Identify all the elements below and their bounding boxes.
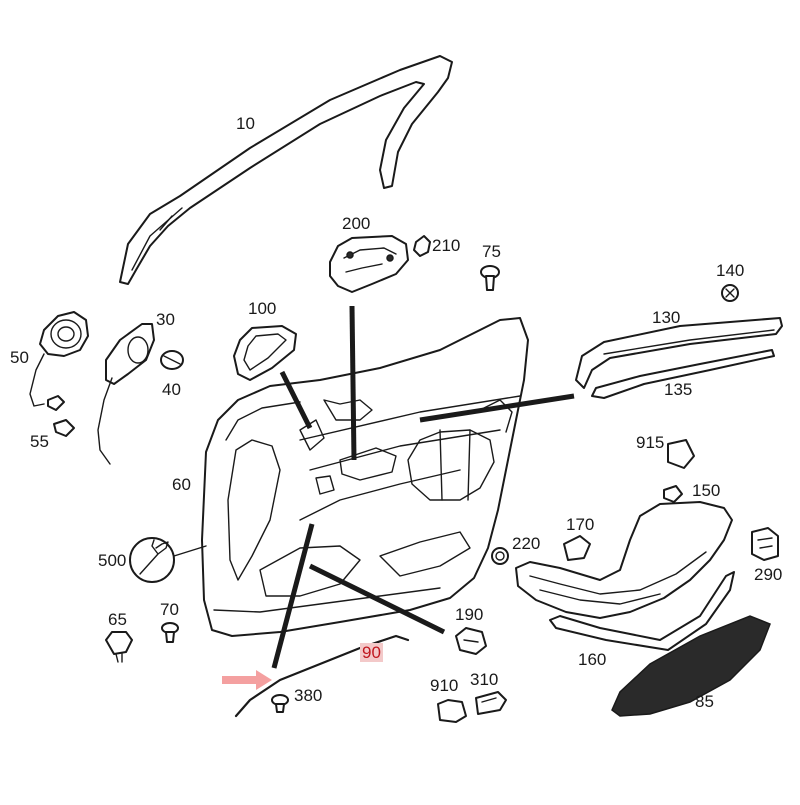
part-500-tool-symbol xyxy=(129,537,207,583)
label-200: 200 xyxy=(342,214,371,233)
part-210-clip xyxy=(413,235,431,257)
label-135: 135 xyxy=(664,380,693,399)
label-290: 290 xyxy=(754,565,783,584)
label-140: 140 xyxy=(716,261,745,280)
part-10-window-frame xyxy=(119,55,453,285)
label-55: 55 xyxy=(30,432,49,451)
part-60-door-panel xyxy=(201,317,529,637)
part-200-inner-handle xyxy=(329,235,409,293)
label-100: 100 xyxy=(248,299,277,318)
label-60: 60 xyxy=(172,475,191,494)
label-380: 380 xyxy=(294,686,323,705)
label-30: 30 xyxy=(156,310,175,329)
label-90: 90 xyxy=(360,643,383,662)
part-380-screw xyxy=(271,694,289,713)
part-150-clip xyxy=(663,485,683,503)
part-70-screw xyxy=(161,622,179,643)
label-70: 70 xyxy=(160,600,179,619)
label-210: 210 xyxy=(432,236,461,255)
part-220-grommet xyxy=(491,547,509,565)
part-130-sill-trim xyxy=(575,317,783,389)
highlight-arrow xyxy=(222,670,272,690)
label-910: 910 xyxy=(430,676,459,695)
part-90-seal-strip xyxy=(234,634,410,718)
label-190: 190 xyxy=(455,605,484,624)
part-30-tweeter-housing xyxy=(97,323,155,465)
part-140-clip xyxy=(721,284,739,302)
label-85: 85 xyxy=(695,692,714,711)
label-40: 40 xyxy=(162,380,181,399)
label-10: 10 xyxy=(236,114,255,133)
part-190-switch xyxy=(455,627,487,655)
part-75-screw xyxy=(480,265,500,291)
label-500: 500 xyxy=(98,551,127,570)
part-40-cap xyxy=(160,350,184,370)
label-220: 220 xyxy=(512,534,541,553)
label-75: 75 xyxy=(482,242,501,261)
part-50-speaker-bracket xyxy=(29,311,89,407)
label-50: 50 xyxy=(10,348,29,367)
part-100-bezel xyxy=(233,325,297,381)
part-160-trim-strip xyxy=(549,571,735,651)
label-150: 150 xyxy=(692,481,721,500)
part-65-clip xyxy=(105,631,133,663)
part-290-bracket xyxy=(751,527,779,561)
label-130: 130 xyxy=(652,308,681,327)
label-170: 170 xyxy=(566,515,595,534)
leader-lines xyxy=(271,305,575,669)
part-85-speaker-grille xyxy=(611,615,771,717)
part-310-module xyxy=(475,691,507,715)
part-915-label xyxy=(667,439,695,469)
part-170-switch xyxy=(563,535,591,561)
part-135-sill-seal xyxy=(591,349,775,399)
label-310: 310 xyxy=(470,670,499,689)
part-armrest-assembly xyxy=(515,501,733,619)
part-55-connector xyxy=(47,395,75,437)
label-65: 65 xyxy=(108,610,127,629)
part-910-label xyxy=(437,699,467,723)
label-915: 915 xyxy=(636,433,665,452)
label-160: 160 xyxy=(578,650,607,669)
